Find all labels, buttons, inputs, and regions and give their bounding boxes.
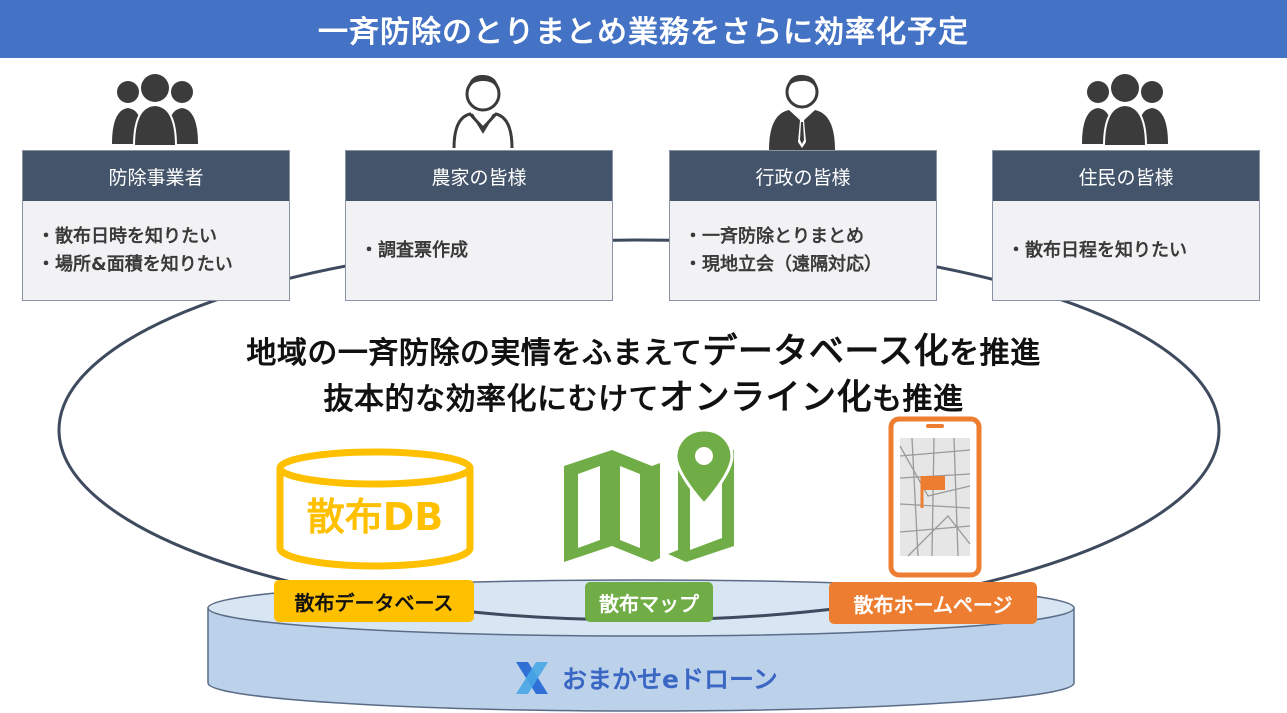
- card-body: ・一斉防除とりまとめ ・現地立会（遠隔対応）: [670, 201, 936, 300]
- headline-emphasis: オンライン化: [658, 378, 872, 418]
- group-people-icon: [112, 74, 198, 147]
- headline-text: 抜本的な効率化にむけて: [323, 382, 659, 417]
- x-brand-logo-icon: [516, 662, 548, 694]
- headline-text: を推進: [949, 336, 1041, 371]
- card-title: 行政の皆様: [670, 151, 936, 201]
- card-item: ・一斉防除とりまとめ: [684, 225, 864, 247]
- businessman-tie-icon: [769, 74, 835, 150]
- headline-emphasis: データベース化: [702, 332, 950, 372]
- card-title: 防除事業者: [23, 151, 289, 201]
- database-label-tag: 散布データベース: [274, 580, 474, 622]
- card-title: 農家の皆様: [346, 151, 612, 201]
- brand-name: おまかせeドローン: [562, 665, 778, 694]
- farmer-person-icon: [452, 74, 514, 149]
- brand-logo: おまかせeドローン: [512, 656, 778, 700]
- stakeholder-card-government: 行政の皆様 ・一斉防除とりまとめ ・現地立会（遠隔対応）: [669, 150, 937, 301]
- stakeholder-card-residents: 住民の皆様 ・散布日程を知りたい: [992, 150, 1260, 301]
- smartphone-map-icon: [888, 416, 982, 578]
- card-body: ・散布日程を知りたい: [993, 201, 1259, 300]
- card-title: 住民の皆様: [993, 151, 1259, 201]
- headline-line-1: 地域の一斉防除の実情をふまえてデータベース化を推進: [0, 323, 1287, 374]
- group-people-icon: [1082, 74, 1168, 147]
- card-body: ・散布日時を知りたい ・場所&面積を知りたい: [23, 201, 289, 300]
- card-item: ・散布日時を知りたい: [37, 225, 217, 247]
- stakeholder-card-contractor: 防除事業者 ・散布日時を知りたい ・場所&面積を知りたい: [22, 150, 290, 301]
- card-item: ・場所&面積を知りたい: [37, 253, 233, 275]
- database-cylinder-icon: 散布DB: [276, 448, 474, 570]
- card-item: ・散布日程を知りたい: [1007, 239, 1187, 261]
- headline-text: 地域の一斉防除の実情をふまえて: [246, 336, 703, 371]
- map-label-tag: 散布マップ: [585, 582, 713, 622]
- headline-text: も推進: [872, 382, 964, 417]
- database-label: 散布DB: [307, 495, 444, 539]
- page-title: 一斉防除のとりまとめ業務をさらに効率化予定: [0, 0, 1287, 58]
- card-item: ・現地立会（遠隔対応）: [684, 253, 882, 275]
- card-body: ・調査票作成: [346, 201, 612, 300]
- card-item: ・調査票作成: [360, 239, 468, 261]
- homepage-label-tag: 散布ホームページ: [829, 582, 1037, 624]
- map-pin-icon: [564, 430, 734, 562]
- headline-line-2: 抜本的な効率化にむけてオンライン化も推進: [0, 369, 1287, 420]
- stakeholder-card-farmers: 農家の皆様 ・調査票作成: [345, 150, 613, 301]
